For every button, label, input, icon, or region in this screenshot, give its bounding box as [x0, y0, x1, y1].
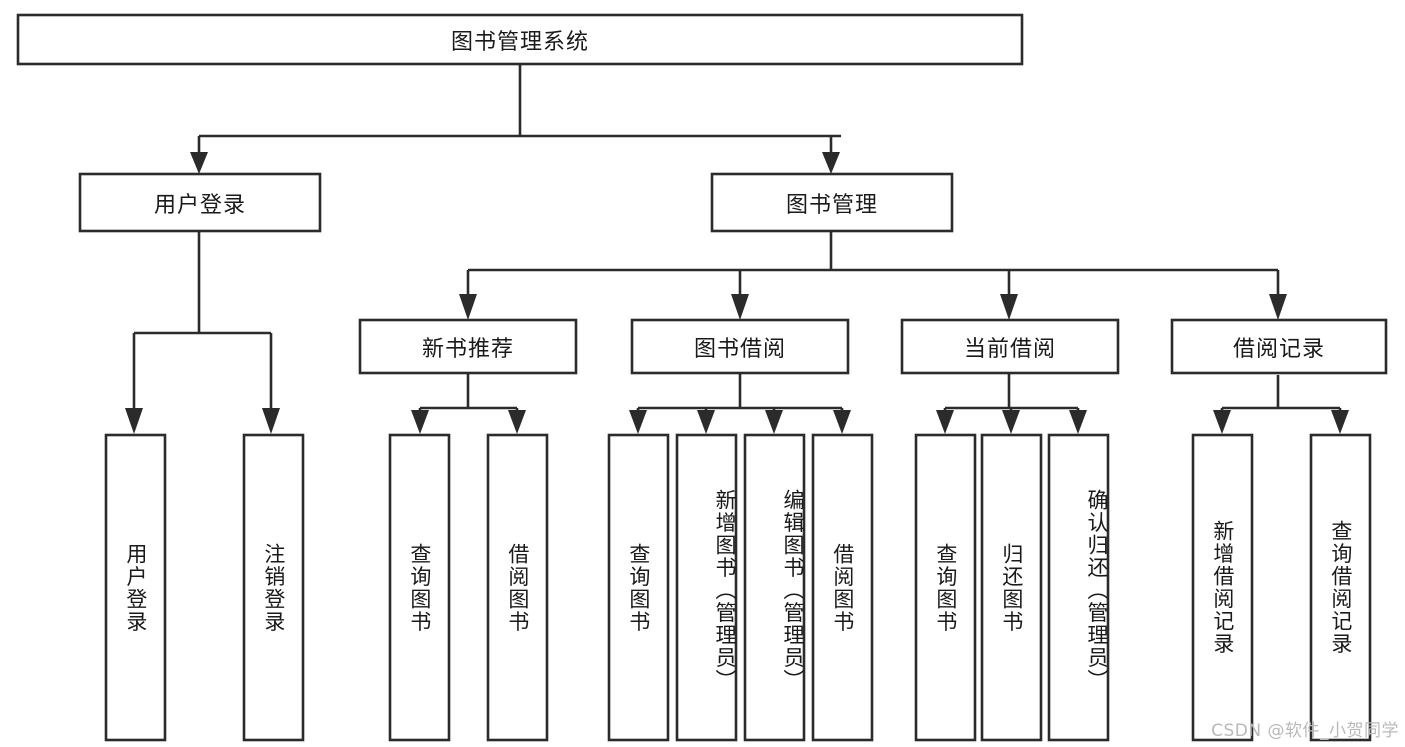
node-box-group — [16, 13, 1388, 742]
node-current-borrow[interactable] — [900, 318, 1120, 375]
node-leaf-confirm-return[interactable] — [1047, 433, 1110, 742]
node-new-book-rec[interactable] — [358, 318, 578, 375]
node-leaf-query-book-3[interactable] — [914, 433, 977, 742]
node-leaf-edit-book[interactable] — [743, 433, 806, 742]
node-borrow-record[interactable] — [1170, 318, 1388, 375]
arrow-newbook-leaf-2 — [508, 410, 526, 434]
node-leaf-return-book[interactable] — [980, 433, 1043, 742]
arrow-currentborrow-leaf-2 — [1002, 410, 1020, 434]
node-leaf-logout[interactable] — [242, 433, 305, 742]
node-book-manage[interactable] — [710, 172, 954, 233]
node-leaf-query-record[interactable] — [1309, 433, 1372, 742]
arrow-bookmanage-to-bookborrow — [731, 294, 749, 320]
arrow-currentborrow-leaf-1 — [936, 410, 954, 434]
arrow-bookborrow-leaf-3 — [765, 410, 783, 434]
node-leaf-query-book-2[interactable] — [607, 433, 670, 742]
arrow-root-to-user-login — [190, 152, 208, 174]
arrow-bookborrow-leaf-2 — [697, 410, 715, 434]
arrow-bookborrow-leaf-1 — [629, 410, 647, 434]
arrow-root-to-book-manage — [822, 152, 840, 174]
node-user-login[interactable] — [78, 172, 322, 233]
node-leaf-user-login[interactable] — [104, 433, 167, 742]
connector-group — [125, 64, 1349, 434]
arrow-bookmanage-to-currentborrow — [1000, 294, 1018, 320]
node-leaf-borrow-book-1[interactable] — [486, 433, 549, 742]
node-leaf-borrow-book-2[interactable] — [811, 433, 874, 742]
arrow-currentborrow-leaf-3 — [1069, 410, 1087, 434]
node-leaf-query-book-1[interactable] — [388, 433, 451, 742]
arrow-bookborrow-leaf-4 — [833, 410, 851, 434]
arrow-userlogin-leaf-2 — [262, 408, 280, 434]
arrow-borrowrecord-leaf-1 — [1213, 410, 1231, 434]
arrow-bookmanage-to-borrowrecord — [1269, 294, 1287, 320]
arrow-bookmanage-to-newbook — [459, 294, 477, 320]
arrow-borrowrecord-leaf-2 — [1331, 410, 1349, 434]
arrow-newbook-leaf-1 — [411, 410, 429, 434]
node-root[interactable] — [16, 13, 1024, 66]
arrow-userlogin-leaf-1 — [125, 408, 143, 434]
node-leaf-add-book[interactable] — [675, 433, 738, 742]
node-book-borrow[interactable] — [630, 318, 850, 375]
node-leaf-add-record[interactable] — [1191, 433, 1254, 742]
